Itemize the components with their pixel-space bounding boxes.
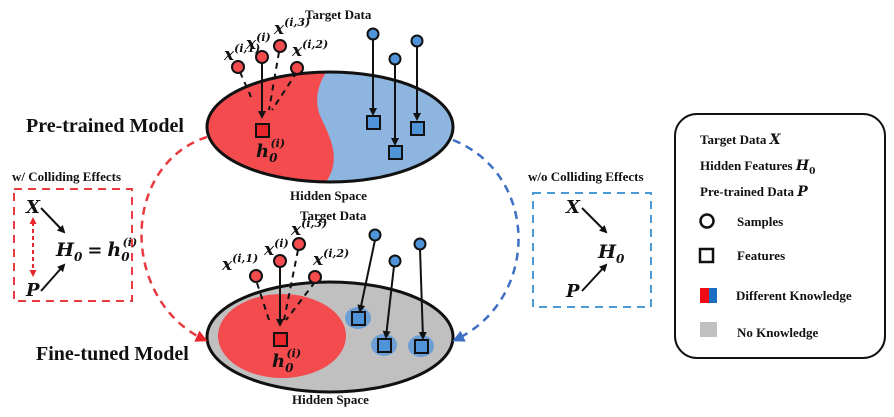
hidden-space-label-top: Hidden Space <box>290 188 367 203</box>
feature-square-blue <box>388 145 403 160</box>
pretrained-blue-samples <box>366 27 425 160</box>
sample-circle <box>292 237 306 251</box>
sample-label-x-i1: x(i,1) <box>221 252 258 275</box>
sample-circle <box>368 228 382 242</box>
left-x-symbol: X <box>25 197 41 218</box>
legend-blue-swatch <box>709 288 717 303</box>
target-data-label-top: Target Data <box>305 7 372 22</box>
legend-samples-circle-icon <box>699 213 715 229</box>
left-x-to-h-arrow <box>40 207 66 234</box>
hidden-space-outline <box>205 70 455 184</box>
sample-label-x-i3: x(i,3) <box>273 16 310 39</box>
pretrained-model-label: Pre-trained Model <box>26 115 184 137</box>
sample-circle <box>388 52 402 66</box>
sample-circle <box>413 237 427 251</box>
red-dashed-arc-arrow <box>140 135 208 342</box>
sample-circle <box>308 270 322 284</box>
right-box-title: w/o Colliding Effects <box>528 169 644 184</box>
legend-different-knowledge-label: Different Knowledge <box>736 288 852 303</box>
finetuned-hidden-space <box>205 280 455 394</box>
finetuned-model-label: Fine-tuned Model <box>36 343 189 365</box>
legend-features-label: Features <box>737 248 785 263</box>
right-p-to-h-arrow <box>581 263 608 292</box>
feature-square-blue <box>351 311 366 326</box>
sample-circle <box>273 254 287 268</box>
sample-label-x-i2: x(i,2) <box>291 38 328 61</box>
hidden-space-label-bottom: Hidden Space <box>292 392 369 407</box>
feature-square-blue <box>410 121 425 136</box>
right-x-to-h-arrow <box>581 207 608 234</box>
legend-box <box>674 113 886 359</box>
finetuned-red-samples <box>249 237 322 347</box>
sample-circle <box>290 61 304 75</box>
right-p-symbol: P <box>565 281 580 302</box>
feature-label-h0i-bottom: h0(i) <box>272 347 301 375</box>
feature-square-blue <box>377 338 392 353</box>
sample-label-x-i2: x(i,2) <box>312 247 349 270</box>
legend-pretrained-data: Pre-trained Data P <box>700 184 808 200</box>
sample-circle <box>410 34 424 48</box>
legend: Target Data X Hidden Features H0 Pre-tra… <box>674 113 886 359</box>
sample-circle <box>255 50 269 64</box>
feature-label-h0i-top: h0(i) <box>256 137 285 165</box>
feature-square-blue <box>414 339 429 354</box>
target-data-label-bottom: Target Data <box>300 208 367 223</box>
feature-square-blue <box>366 115 381 130</box>
sample-label-x-i1: x(i,1) <box>223 42 260 65</box>
legend-samples-label: Samples <box>737 214 783 229</box>
legend-red-swatch <box>700 288 709 303</box>
legend-hidden-features: Hidden Features H0 <box>700 158 815 177</box>
feature-square-red <box>255 123 270 138</box>
right-x-symbol: X <box>565 197 581 218</box>
sample-circle <box>388 254 402 268</box>
finetuned-blue-samples <box>351 228 429 354</box>
legend-features-square-icon <box>698 247 715 264</box>
sample-label-x-i: x(i) <box>245 31 271 54</box>
sample-circle <box>273 39 287 53</box>
right-h0-symbol: H0 <box>597 241 625 266</box>
right-dashed-box <box>532 192 652 308</box>
pretrained-red-samples <box>231 39 304 138</box>
feature-square-red <box>273 332 288 347</box>
sample-circle <box>249 269 263 283</box>
left-p-to-h-arrow <box>40 263 66 292</box>
legend-gray-swatch <box>700 322 717 337</box>
legend-no-knowledge-label: No Knowledge <box>737 325 818 340</box>
sample-label-x-i3: x(i,3) <box>290 217 327 240</box>
sample-circle <box>366 27 380 41</box>
legend-target-data: Target Data X <box>700 132 782 148</box>
left-h0-equation: H0=h0(i) <box>55 236 137 264</box>
sample-label-x-i: x(i) <box>263 237 289 260</box>
blue-dashed-arc-arrow <box>452 138 520 342</box>
left-p-symbol: P <box>25 280 40 301</box>
left-box-title: w/ Colliding Effects <box>12 169 121 184</box>
left-dashed-box <box>13 188 133 302</box>
sample-circle <box>231 60 245 74</box>
